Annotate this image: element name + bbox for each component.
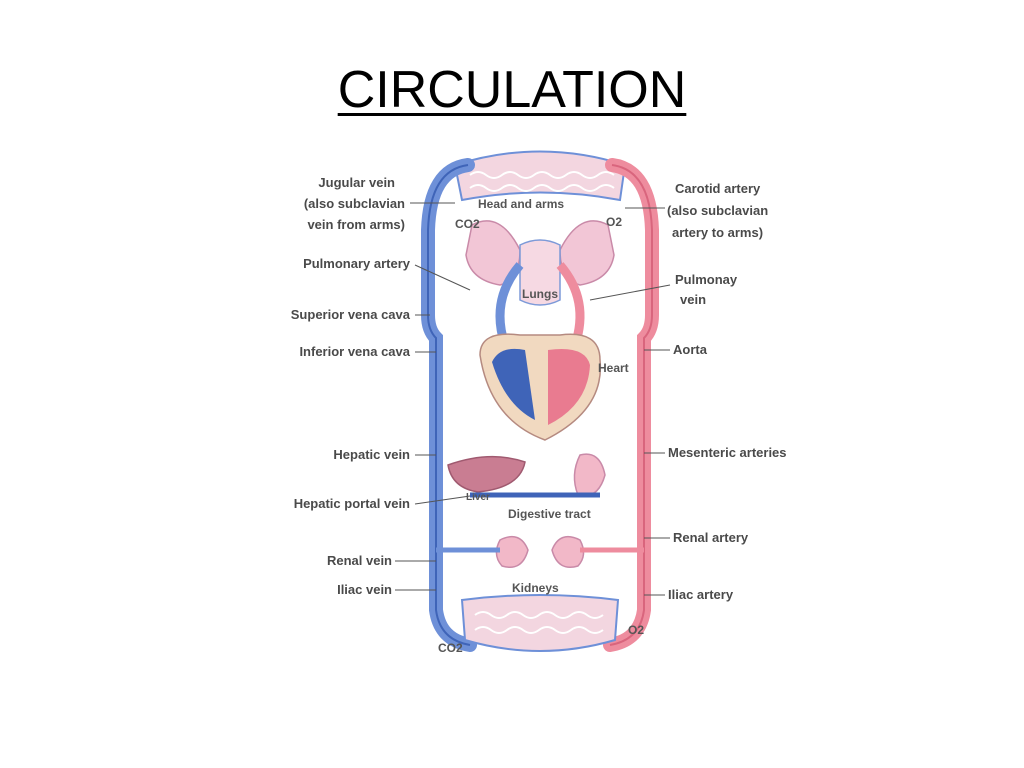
digestive-tract <box>470 453 606 498</box>
label-pulmonary-vein: Pulmonay <box>675 272 738 287</box>
label-superior-vena-cava: Superior vena cava <box>291 307 411 322</box>
label-o2-bottom: O2 <box>628 623 644 637</box>
label-co2-top: CO2 <box>455 217 480 231</box>
label-renal-artery: Renal artery <box>673 530 749 545</box>
label-carotid-artery: Carotid artery <box>675 181 761 196</box>
systemic-veins <box>421 158 477 652</box>
heart <box>479 333 602 441</box>
label-digestive-tract: Digestive tract <box>508 507 591 521</box>
label-jugular-vein-note2: vein from arms) <box>307 217 405 232</box>
kidneys <box>436 535 644 568</box>
label-kidneys: Kidneys <box>512 581 559 595</box>
label-pulmonary-artery: Pulmonary artery <box>303 256 411 271</box>
slide-title: CIRCULATION <box>337 61 687 119</box>
label-iliac-artery: Iliac artery <box>668 587 734 602</box>
label-jugular-vein-note1: (also subclavian <box>304 196 405 211</box>
label-hepatic-portal-vein: Hepatic portal vein <box>294 496 410 511</box>
label-renal-vein: Renal vein <box>327 553 392 568</box>
label-jugular-vein: Jugular vein <box>318 175 395 190</box>
label-head-and-arms: Head and arms <box>478 197 564 211</box>
label-pulmonary-vein-line2: vein <box>680 292 706 307</box>
label-iliac-vein: Iliac vein <box>337 582 392 597</box>
label-o2-top: O2 <box>606 215 622 229</box>
liver <box>447 455 526 493</box>
label-co2-bottom: CO2 <box>438 641 463 655</box>
lower-capillary-bed <box>460 594 620 652</box>
head-capillary-bed <box>453 150 627 202</box>
label-mesenteric-arteries: Mesenteric arteries <box>668 445 787 460</box>
label-carotid-artery-note1: (also subclavian <box>667 203 768 218</box>
label-carotid-artery-note2: artery to arms) <box>672 225 763 240</box>
label-lungs: Lungs <box>522 287 558 301</box>
label-hepatic-vein: Hepatic vein <box>333 447 410 462</box>
systemic-arteries <box>603 158 659 652</box>
label-aorta: Aorta <box>673 342 708 357</box>
label-heart: Heart <box>598 361 629 375</box>
label-inferior-vena-cava: Inferior vena cava <box>299 344 410 359</box>
leader-lines-right <box>589 207 671 596</box>
label-liver: Liver <box>466 492 490 503</box>
leader-lines-left <box>395 202 471 591</box>
